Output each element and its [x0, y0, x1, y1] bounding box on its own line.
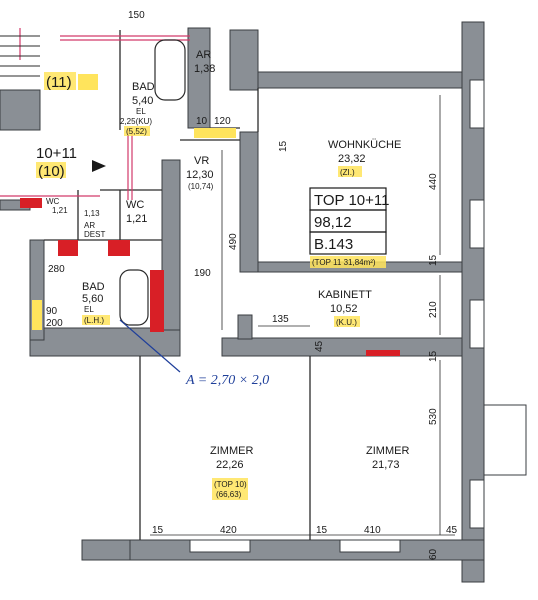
dim-10: 10 — [196, 116, 208, 127]
dim-45b: 45 — [446, 525, 458, 536]
room-zimmer2-name: ZIMMER — [366, 445, 409, 457]
unit-sub-highlight — [36, 162, 66, 178]
room-kabinett-name: KABINETT — [318, 289, 372, 301]
dim-200: 200 — [46, 318, 63, 329]
room-zimmer1-area: 22,26 — [216, 459, 244, 471]
stairs — [0, 35, 40, 77]
unit-11-marker: (11) — [46, 74, 72, 91]
room-wohnkueche-note: (ZI.) — [340, 168, 355, 177]
windows-right — [469, 79, 527, 529]
dim-210: 210 — [428, 301, 439, 318]
room-vr-name: VR — [194, 155, 209, 167]
room-ar2-name: AR — [84, 221, 95, 230]
bathtub — [119, 39, 186, 326]
room-vr-note: (10,74) — [188, 182, 214, 191]
dim-440: 440 — [428, 173, 439, 190]
dimensions: 440 15 490 190 210 15 135 45 530 420 410… — [46, 10, 458, 560]
room-kabinett-area: 10,52 — [330, 303, 358, 315]
room-bad2-note: (L.H.) — [84, 316, 104, 325]
room-small-area: 1,13 — [84, 209, 100, 218]
wall-top-wohnkueche — [254, 71, 463, 89]
dim-190: 190 — [194, 268, 211, 279]
room-wc1-name: WC — [126, 199, 144, 211]
dim-15b: 15 — [428, 254, 439, 266]
dim-15e: 15 — [428, 350, 439, 362]
wall-vr-wohnkueche — [239, 131, 259, 273]
unit-sub-label: (10) — [38, 163, 65, 180]
top-box-line2: 98,12 — [314, 214, 352, 231]
room-vr-area: 12,30 — [186, 169, 214, 181]
unit-label: 10+11 — [36, 145, 77, 162]
room-bad2-sub: EL — [84, 305, 94, 314]
dim-135: 135 — [272, 314, 289, 325]
dim-490: 490 — [228, 233, 239, 250]
dim-15a: 15 — [278, 140, 289, 152]
room-ar1-area: 1,38 — [194, 63, 215, 75]
room-wc2-area: 1,21 — [52, 206, 68, 215]
dim-60: 60 — [428, 548, 439, 560]
room-bad1-name: BAD — [132, 81, 155, 93]
dim-15d: 15 — [316, 525, 328, 536]
wall-ar-right — [229, 29, 259, 91]
wall-bath-bottom — [29, 327, 181, 357]
wall-bottom-left — [81, 539, 131, 561]
room-ar1-name: AR — [196, 49, 211, 61]
walls — [0, 21, 485, 583]
room-zimmer2-area: 21,73 — [372, 459, 400, 471]
room-bad2-name: BAD — [82, 281, 105, 293]
dim-420: 420 — [220, 525, 237, 536]
dim-45a: 45 — [314, 340, 325, 352]
dim-120: 120 — [214, 116, 231, 127]
room-bad1-note: 2,25(KU) — [120, 117, 152, 126]
top-box-line3: B.143 — [314, 236, 353, 253]
room-zimmer1-name: ZIMMER — [210, 445, 253, 457]
red-shafts — [20, 198, 400, 356]
room-bad1-area: 5,40 — [132, 95, 153, 107]
yellow-markers — [32, 74, 236, 330]
top-box-note: (TOP 11 31,84m²) — [312, 258, 376, 267]
wall-pillar — [237, 314, 253, 340]
window-annotation: A = 2,70 × 2,0 — [185, 373, 269, 388]
windows-bottom — [189, 539, 401, 553]
room-wc2-name: WC — [46, 197, 60, 206]
room-bad2-area: 5,60 — [82, 293, 103, 305]
room-zimmer1-note: (TOP 10) — [214, 480, 247, 489]
wall-bath-right — [161, 159, 181, 331]
wall-kabinett-zimmer — [221, 337, 463, 357]
room-zimmer1-note2: (66,63) — [216, 490, 242, 499]
wall-bad-ar — [187, 27, 211, 129]
room-wohnkueche-name: WOHNKÜCHE — [328, 139, 401, 151]
wall-topleft — [0, 89, 41, 131]
dim-530: 530 — [428, 408, 439, 425]
arrow-icon — [92, 160, 106, 172]
balcony-outline — [483, 404, 527, 476]
top-box: TOP 10+11 98,12 B.143 (TOP 11 31,84m²) — [309, 187, 389, 268]
room-kabinett-note: (K.U.) — [336, 318, 357, 327]
room-wc1-area: 1,21 — [126, 213, 147, 225]
room-bad1-note2: (5,52) — [126, 127, 147, 136]
top-box-line1: TOP 10+11 — [314, 192, 389, 209]
dim-15c: 15 — [152, 525, 164, 536]
dim-410: 410 — [364, 525, 381, 536]
room-wohnkueche-area: 23,32 — [338, 153, 366, 165]
room-bad1-sub: EL — [136, 107, 146, 116]
dim-90: 90 — [46, 306, 58, 317]
room-ar2-sub: DEST — [84, 230, 105, 239]
dim-lines — [150, 95, 455, 536]
unit-11-highlight — [44, 72, 76, 90]
annotation-leader — [119, 319, 181, 373]
dim-150: 150 — [128, 10, 145, 21]
dim-280: 280 — [48, 264, 65, 275]
